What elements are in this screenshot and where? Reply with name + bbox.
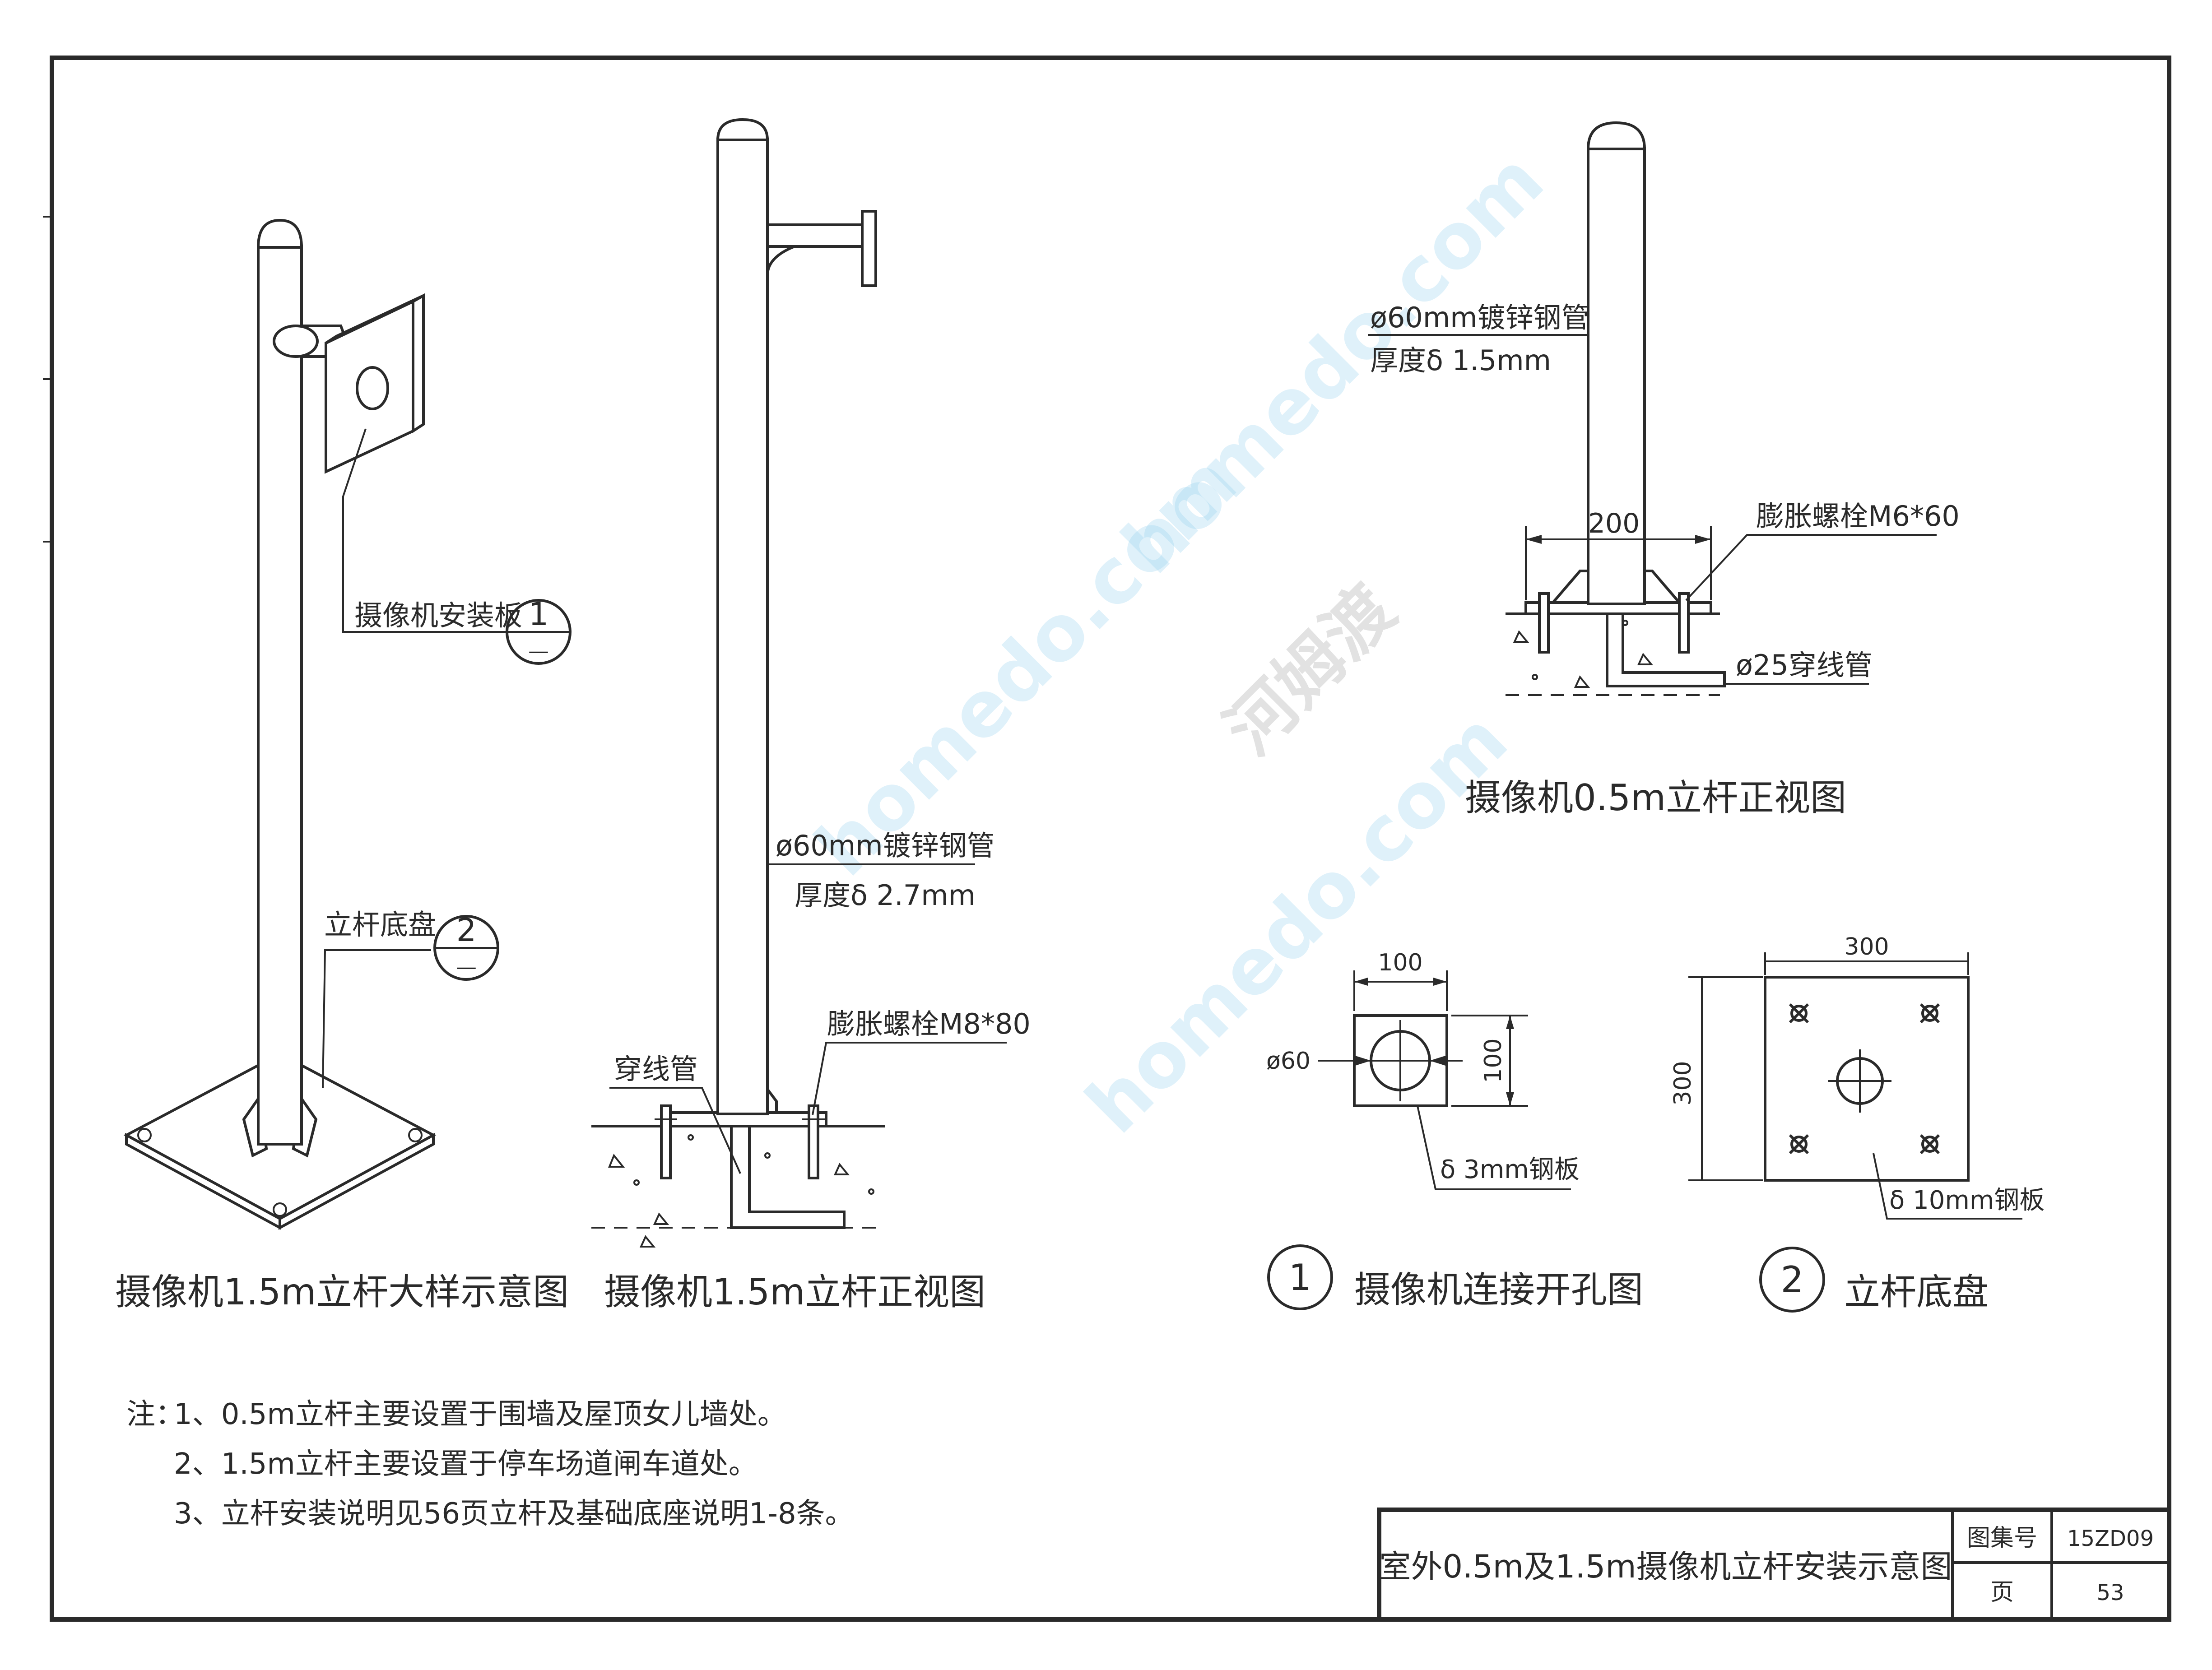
iso-bracket-collar — [273, 325, 319, 358]
detail1-leader-plate — [1417, 1105, 1571, 1190]
notes-prefix: 注： — [126, 1398, 184, 1431]
detail1-hole-dia: ø60 — [1266, 1048, 1310, 1075]
note-2: 2、1.5m立杆主要设置于停车场道闸车道处。 — [174, 1447, 757, 1481]
front15-label-pipe: ø60mm镀锌钢管 — [776, 829, 995, 862]
detail1-num-circle — [1267, 1244, 1333, 1310]
iso-leader-base — [322, 949, 431, 1088]
note-3: 3、立杆安装说明见56页立杆及基础底座说明1-8条。 — [174, 1497, 854, 1531]
iso-pole-view: 摄像机安装板 1 — 立杆底盘 2 — 摄像机1.5m立杆大样示意图 — [115, 218, 572, 1313]
iso-leader-plate — [342, 428, 510, 633]
detail2-leader-plate — [1873, 1153, 2022, 1220]
front15-bolt-left — [660, 1104, 672, 1179]
front05-view: 200 ø60mm镀锌钢管 厚度δ 1.5mm 膨胀螺栓M6*60 ø25穿线管… — [1368, 121, 1960, 819]
detail1-label-plate: δ 3mm钢板 — [1440, 1155, 1580, 1184]
title-block: 室外0.5m及1.5m摄像机立杆安装示意图 图集号 15ZD09 页 53 — [1377, 1508, 2171, 1622]
iso-plate-hole — [356, 366, 389, 410]
front15-leader-conduit — [609, 1087, 741, 1174]
detail1-title: 摄像机连接开孔图 — [1354, 1269, 1643, 1311]
front15-bolt-right — [808, 1104, 819, 1179]
front15-bracket-arm — [766, 223, 864, 248]
front15-pole — [716, 138, 769, 1115]
front15-view-title: 摄像机1.5m立杆正视图 — [604, 1271, 985, 1313]
title-block-drawing-title: 室外0.5m及1.5m摄像机立杆安装示意图 — [1379, 1548, 1952, 1585]
note-1: 1、0.5m立杆主要设置于围墙及屋顶女儿墙处。 — [174, 1398, 786, 1431]
title-block-page-label: 页 — [1990, 1579, 2014, 1606]
detail2-title: 立杆底盘 — [1844, 1271, 1989, 1313]
iso-label-base: 立杆底盘 — [324, 908, 436, 941]
margin-ticks — [43, 216, 52, 543]
iso-view-title: 摄像机1.5m立杆大样示意图 — [115, 1271, 569, 1313]
front15-mounting-plate — [861, 210, 877, 287]
detail2-dim-h: 300 — [1669, 1061, 1696, 1105]
front15-label-bolt: 膨胀螺栓M8*80 — [827, 1007, 1031, 1040]
detail2-num-circle — [1759, 1247, 1825, 1313]
front05-concrete-hatch — [1513, 620, 1654, 688]
detail2-label-plate: δ 10mm钢板 — [1889, 1186, 2045, 1215]
front05-rib-right — [1642, 570, 1682, 604]
front15-concrete-hatch — [608, 1134, 874, 1248]
iso-bolt-hole-1 — [137, 1128, 152, 1142]
notes: 注： 1、0.5m立杆主要设置于围墙及屋顶女儿墙处。 2、1.5m立杆主要设置于… — [126, 1398, 854, 1531]
callout-1-sub: — — [528, 639, 549, 663]
detail2-dim-w: 300 — [1844, 933, 1889, 960]
iso-base-plate-edge-right — [279, 1132, 435, 1230]
front15-conduit — [730, 1126, 846, 1229]
front05-bolt-right — [1678, 592, 1690, 654]
iso-mounting-plate-side — [412, 293, 425, 434]
front05-view-title: 摄像机0.5m立杆正视图 — [1465, 777, 1846, 819]
front15-bracket-gusset — [766, 245, 795, 276]
front05-label-bolt: 膨胀螺栓M6*60 — [1756, 500, 1960, 533]
sheet-border — [50, 56, 2171, 1622]
front15-label-thickness: 厚度δ 2.7mm — [795, 879, 976, 912]
front05-rib-left — [1550, 570, 1590, 604]
watermark-site-2: homedo.com — [1069, 696, 1524, 1150]
detail2-bolt-holes — [1789, 1003, 1940, 1155]
detail1-num: 1 — [1289, 1257, 1312, 1299]
iso-pole — [257, 245, 303, 1146]
front15-pole-cap — [716, 118, 769, 141]
front15-label-conduit: 穿线管 — [614, 1053, 698, 1086]
front05-leader-bolt — [1685, 534, 1937, 601]
front05-label-pipe: ø60mm镀锌钢管 — [1370, 301, 1589, 334]
title-block-page-value: 53 — [2096, 1580, 2124, 1605]
iso-pole-cap — [256, 218, 303, 249]
front05-label-thickness: 厚度δ 1.5mm — [1370, 344, 1551, 377]
front05-pole — [1587, 147, 1646, 605]
front05-bolt-left — [1538, 592, 1550, 654]
iso-bolt-hole-4 — [273, 1202, 287, 1217]
front15-leader-bolt — [812, 1042, 1007, 1115]
front15-view: ø60mm镀锌钢管 厚度δ 2.7mm 膨胀螺栓M8*80 穿线管 摄像机1.5… — [591, 118, 1031, 1313]
callout-2-number: 2 — [456, 912, 477, 949]
title-block-atlas-value: 15ZD09 — [2067, 1526, 2154, 1551]
detail2-num: 2 — [1781, 1259, 1804, 1301]
detail2-view: 300 300 δ 10mm钢板 2 立杆底盘 — [1669, 933, 2045, 1313]
front05-pole-cap — [1586, 121, 1646, 150]
iso-label-plate: 摄像机安装板 — [354, 599, 522, 632]
front05-conduit — [1606, 614, 1726, 687]
detail1-dim-h: 100 — [1480, 1038, 1507, 1083]
callout-1-number: 1 — [529, 596, 549, 633]
front05-label-conduit: ø25穿线管 — [1736, 649, 1873, 682]
title-block-atlas-label: 图集号 — [1967, 1525, 2037, 1552]
callout-2-sub: — — [456, 955, 477, 979]
iso-bolt-hole-3 — [408, 1128, 423, 1142]
watermark-brand: 河姆渡 — [1211, 571, 1410, 770]
detail2-plate — [1764, 976, 1970, 1182]
front05-dim-200: 200 — [1588, 508, 1640, 539]
detail1-view: 100 100 ø60 δ 3mm钢板 1 摄像机连接开孔图 — [1266, 949, 1643, 1311]
detail1-dim-w: 100 — [1378, 949, 1422, 976]
